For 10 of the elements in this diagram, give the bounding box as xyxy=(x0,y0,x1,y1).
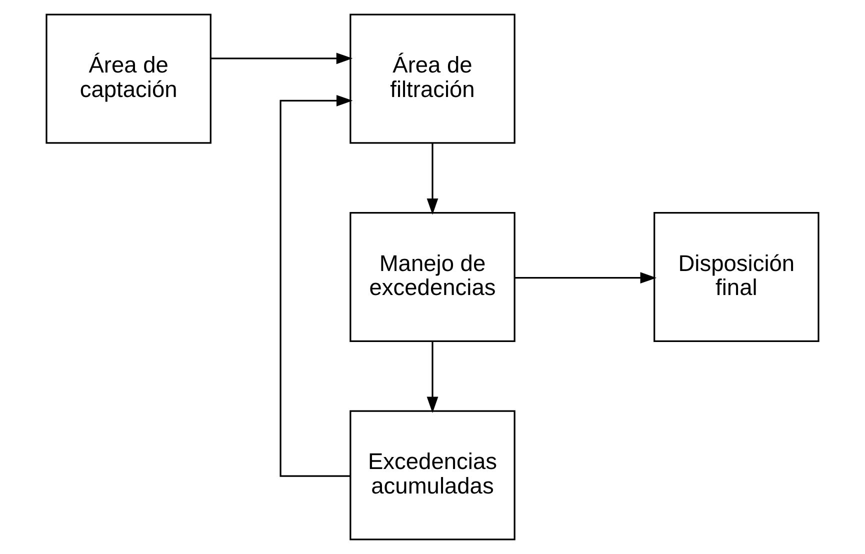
arrow xyxy=(280,94,353,477)
node-box: Manejo de excedencias xyxy=(350,212,516,342)
node-box: Área de captación xyxy=(46,14,212,144)
node-box: Área de filtración xyxy=(350,14,516,144)
arrow xyxy=(426,341,438,414)
arrow xyxy=(426,143,438,215)
node-box: Excedencias acumuladas xyxy=(350,410,516,540)
arrow xyxy=(514,272,657,284)
arrow xyxy=(210,52,353,64)
node-box: Disposición final xyxy=(654,212,820,342)
